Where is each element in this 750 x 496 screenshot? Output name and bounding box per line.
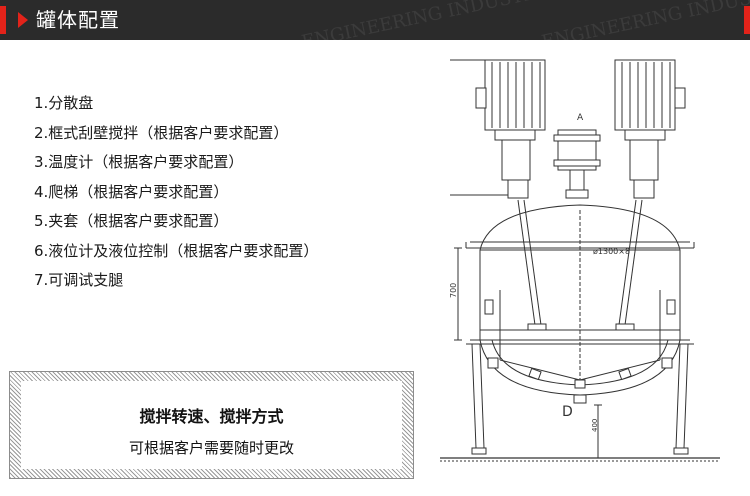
height-dimension: 700 <box>449 247 462 341</box>
list-item: 7.可调试支腿 <box>34 271 124 289</box>
leg-dim-label: 400 <box>591 419 599 432</box>
label-d: D <box>562 404 573 420</box>
note-heading: 搅拌转速、搅拌方式 <box>139 407 284 426</box>
label-a: A <box>577 113 584 123</box>
header-accent-bar-right <box>744 6 750 34</box>
header-bar: 罐体配置 ENGINEERING INDUSTRY ENGINEERING IN… <box>0 0 750 53</box>
page-title: 罐体配置 <box>36 8 120 32</box>
list-item: 6.液位计及液位控制（根据客户要求配置） <box>34 241 319 260</box>
feature-list: 1.分散盘 2.框式刮壁搅拌（根据客户要求配置） 3.温度计（根据客户要求配置）… <box>34 89 318 296</box>
diameter-label: ø1300×8 <box>593 247 630 256</box>
list-item: 1.分散盘 <box>34 94 94 112</box>
note-text: 可根据客户需要随时更改 <box>128 439 294 457</box>
tank-body: ø1300×8 <box>465 199 695 404</box>
leg-dimension: 400 <box>591 404 602 458</box>
tank-legs <box>440 343 720 462</box>
list-item: 5.夹套（根据客户要求配置） <box>34 212 229 230</box>
note-box-inner: 搅拌转速、搅拌方式 可根据客户需要随时更改 <box>21 381 402 469</box>
right-motor <box>614 59 686 199</box>
list-item: 3.温度计（根据客户要求配置） <box>34 153 244 171</box>
list-item: 2.框式刮壁搅拌（根据客户要求配置） <box>34 123 289 142</box>
header-accent-bar <box>0 6 6 34</box>
height-dim-label: 700 <box>449 283 458 298</box>
list-item: 4.爬梯（根据客户要求配置） <box>34 182 229 201</box>
left-motor <box>475 59 546 199</box>
header-arrow-icon <box>18 12 28 28</box>
note-box: 搅拌转速、搅拌方式 可根据客户需要随时更改 <box>9 371 414 479</box>
tank-drawing: A ø1300×8 <box>440 59 720 462</box>
center-gearbox: A <box>553 113 601 199</box>
